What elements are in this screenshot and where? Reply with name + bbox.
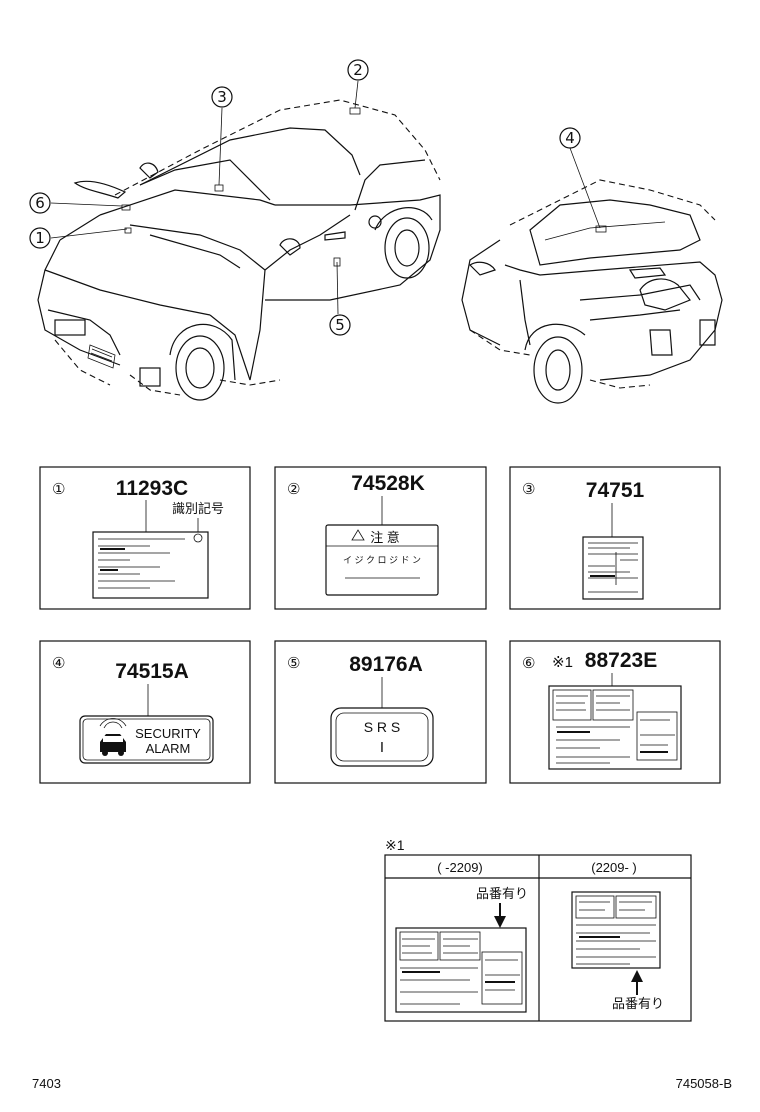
callout-2: 2: [353, 61, 363, 79]
panel-6: ⑥ ※1 88723E: [509, 640, 721, 784]
panel-1-number: ①: [52, 480, 65, 498]
callout-6: 6: [35, 194, 45, 212]
callout-leaders: [50, 80, 601, 315]
panel-5-part-number: 89176A: [349, 653, 423, 676]
col1-header: ( -2209): [437, 860, 483, 875]
panel-4-part-number: 74515A: [115, 660, 189, 683]
callout-3: 3: [217, 88, 227, 106]
panel-5-number: ⑤: [287, 654, 300, 672]
panel-5-label-line2: I: [380, 739, 384, 756]
panel-2-label-line: イ ジ ク ロ ジ ド ン: [343, 555, 421, 565]
col1-note: 品番有り: [476, 886, 528, 901]
car-alarm-icon: [99, 718, 127, 756]
panel-5-label-line1: S R S: [364, 719, 401, 735]
front-car-illustration: [37, 99, 441, 401]
panel-2: ② 74528K 注 意 イ ジ ク ロ ジ ド ン: [274, 466, 487, 610]
panel-3-part-number: 74751: [586, 479, 645, 502]
panel-1-part-number: 11293C: [116, 477, 188, 500]
panel-1-note: 識別記号: [172, 501, 224, 516]
callout-markers: 3 2 4 5 6 1: [29, 59, 581, 336]
panel-4-label-line1: SECURITY: [135, 726, 201, 741]
panel-4: ④ 74515A SECURITY ALARM: [39, 640, 251, 784]
footer-right-code: 745058-B: [675, 1076, 732, 1091]
panel-2-label-title: 注 意: [370, 530, 400, 545]
footnote-table: ※1 ( -2209) (2209- ) 品番有り 品番有り: [384, 837, 692, 1022]
panel-1: ① 11293C 識別記号: [39, 466, 251, 610]
panel-6-number: ⑥: [522, 654, 535, 672]
rear-car-illustration: [461, 179, 723, 404]
panel-4-label-line2: ALARM: [146, 741, 191, 756]
panel-2-number: ②: [287, 480, 300, 498]
panel-3-number: ③: [522, 480, 535, 498]
panel-2-part-number: 74528K: [351, 472, 425, 495]
footer-left-code: 7403: [32, 1076, 61, 1091]
footnote-mark: ※1: [385, 837, 405, 853]
col2-note: 品番有り: [612, 996, 664, 1011]
panel-3: ③ 74751: [509, 466, 721, 610]
panel-6-part-number: 88723E: [585, 649, 657, 672]
callout-1: 1: [35, 229, 45, 247]
panel-6-prefix: ※1: [552, 654, 573, 671]
panel-5: ⑤ 89176A S R S I: [274, 640, 487, 784]
panel-4-number: ④: [52, 654, 65, 672]
callout-4: 4: [565, 129, 575, 147]
callout-5: 5: [335, 316, 345, 334]
col2-header: (2209- ): [591, 860, 637, 875]
